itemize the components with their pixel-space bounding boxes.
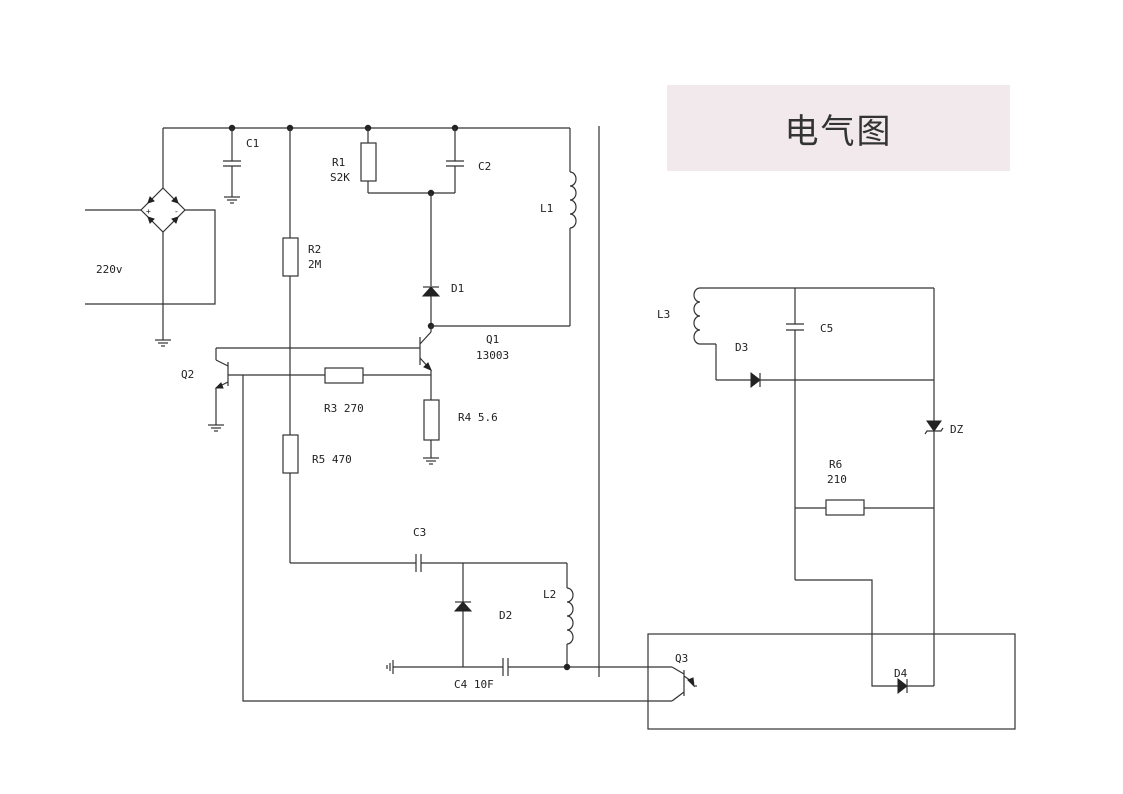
transistor-q2 (208, 348, 229, 432)
resistor-r3 (228, 367, 431, 384)
title-box: 电气图 (667, 85, 1010, 171)
c1-label: C1 (246, 137, 259, 150)
d4-label: D4 (894, 667, 908, 680)
diode-d4 (897, 677, 934, 695)
l1-label: L1 (540, 202, 553, 215)
input-voltage-label: 220v (96, 263, 123, 276)
capacitor-c1 (223, 128, 241, 204)
dz-label: DZ (950, 423, 964, 436)
diode-d1 (421, 193, 441, 326)
capacitor-c2 (446, 128, 464, 193)
svg-text:+: + (146, 207, 151, 216)
q3-module-box (647, 633, 1016, 730)
wire (795, 579, 898, 687)
r1-value: S2K (330, 171, 350, 184)
r6-value: 210 (827, 473, 847, 486)
q1-value: 13003 (476, 349, 509, 362)
ground-symbol (386, 660, 394, 674)
inductor-l1 (431, 128, 577, 327)
r6-label: R6 (829, 458, 842, 471)
transistor-q1 (419, 326, 432, 400)
transistor-q3 (671, 666, 697, 702)
zener-diode-dz (924, 288, 944, 686)
l3-label: L3 (657, 308, 670, 321)
r5-label: R5 470 (312, 453, 352, 466)
r2-value: 2M (308, 258, 322, 271)
capacitor-c3 (415, 554, 567, 572)
diode-d3 (716, 371, 934, 389)
inductor-l3 (693, 287, 716, 345)
resistor-r6 (795, 499, 934, 516)
capacitor-c5 (786, 288, 804, 580)
r4-label: R4 5.6 (458, 411, 498, 424)
r3-label: R3 270 (324, 402, 364, 415)
l2-label: L2 (543, 588, 556, 601)
wire (242, 375, 672, 702)
q2-label: Q2 (181, 368, 194, 381)
svg-text:-: - (174, 207, 179, 216)
q3-label: Q3 (675, 652, 688, 665)
resistor-r4 (423, 399, 440, 465)
bridge-rectifier: + - (140, 187, 186, 233)
inductor-l2 (566, 563, 574, 667)
r2-label: R2 (308, 243, 321, 256)
c3-label: C3 (413, 526, 426, 539)
c4-label: C4 10F (454, 678, 494, 691)
c5-label: C5 (820, 322, 833, 335)
capacitor-c4 (393, 658, 672, 676)
diode-d2 (453, 563, 473, 667)
d3-label: D3 (735, 341, 748, 354)
r1-label: R1 (332, 156, 345, 169)
junction-dot (563, 663, 571, 671)
resistor-r5 (282, 276, 416, 564)
q1-label: Q1 (486, 333, 499, 346)
d1-label: D1 (451, 282, 464, 295)
diagram-title: 电气图 (784, 111, 893, 152)
d2-label: D2 (499, 609, 512, 622)
resistor-r2 (282, 128, 299, 277)
ground-symbol (155, 339, 171, 347)
c2-label: C2 (478, 160, 491, 173)
input-wires (85, 209, 216, 340)
resistor-r1 (360, 128, 377, 193)
